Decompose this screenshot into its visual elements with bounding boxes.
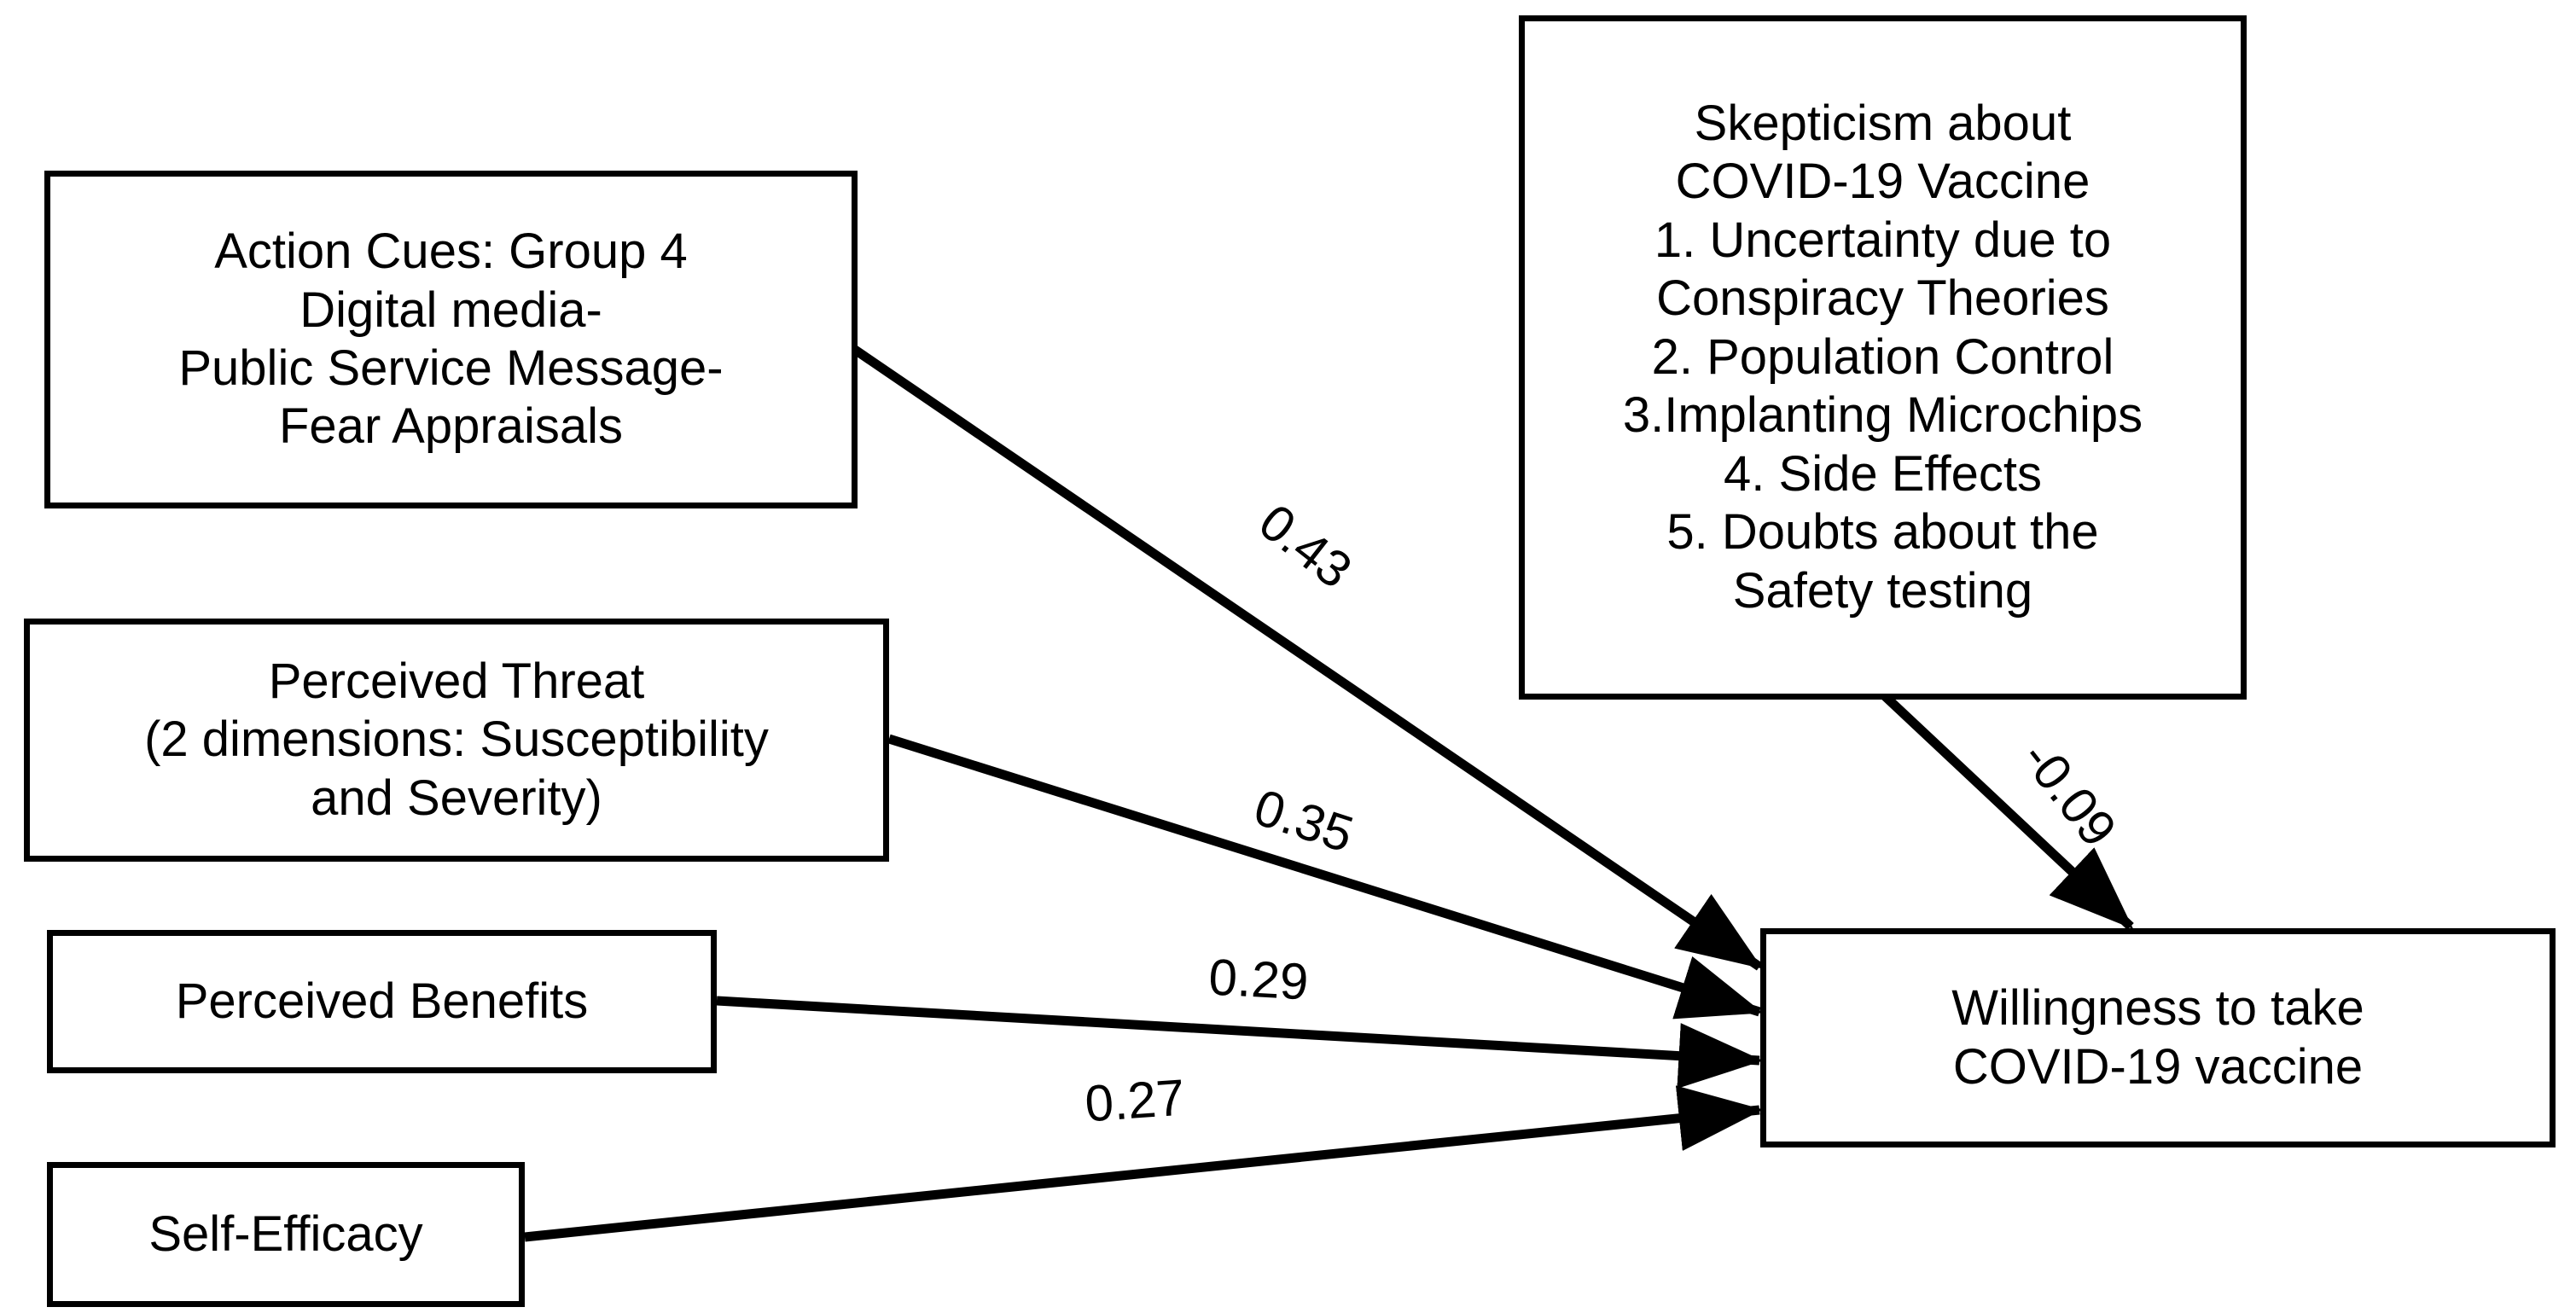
node-perceived-threat[interactable]: Perceived Threat (2 dimensions: Suscepti… — [24, 619, 889, 862]
node-action-cues[interactable]: Action Cues: Group 4 Digital media- Publ… — [44, 171, 858, 508]
edge-skepticism-to-willingness — [1880, 690, 2134, 931]
node-perceived-benefits[interactable]: Perceived Benefits — [47, 930, 717, 1073]
edge-self-efficacy-to-willingness — [524, 1085, 1764, 1242]
node-self-efficacy[interactable]: Self-Efficacy — [47, 1162, 525, 1307]
edge-action-cues-to-willingness — [835, 334, 1763, 971]
edge-benefits-to-willingness — [716, 996, 1764, 1089]
edge-label-perceived-benefits-coefficient: 0.29 — [1207, 948, 1311, 1011]
edge-label-self-efficacy-coefficient: 0.27 — [1083, 1068, 1187, 1133]
node-skepticism[interactable]: Skepticism about COVID-19 Vaccine 1. Unc… — [1519, 15, 2247, 700]
edge-threat-to-willingness — [887, 734, 1764, 1020]
node-willingness[interactable]: Willingness to take COVID-19 vaccine — [1760, 928, 2556, 1147]
